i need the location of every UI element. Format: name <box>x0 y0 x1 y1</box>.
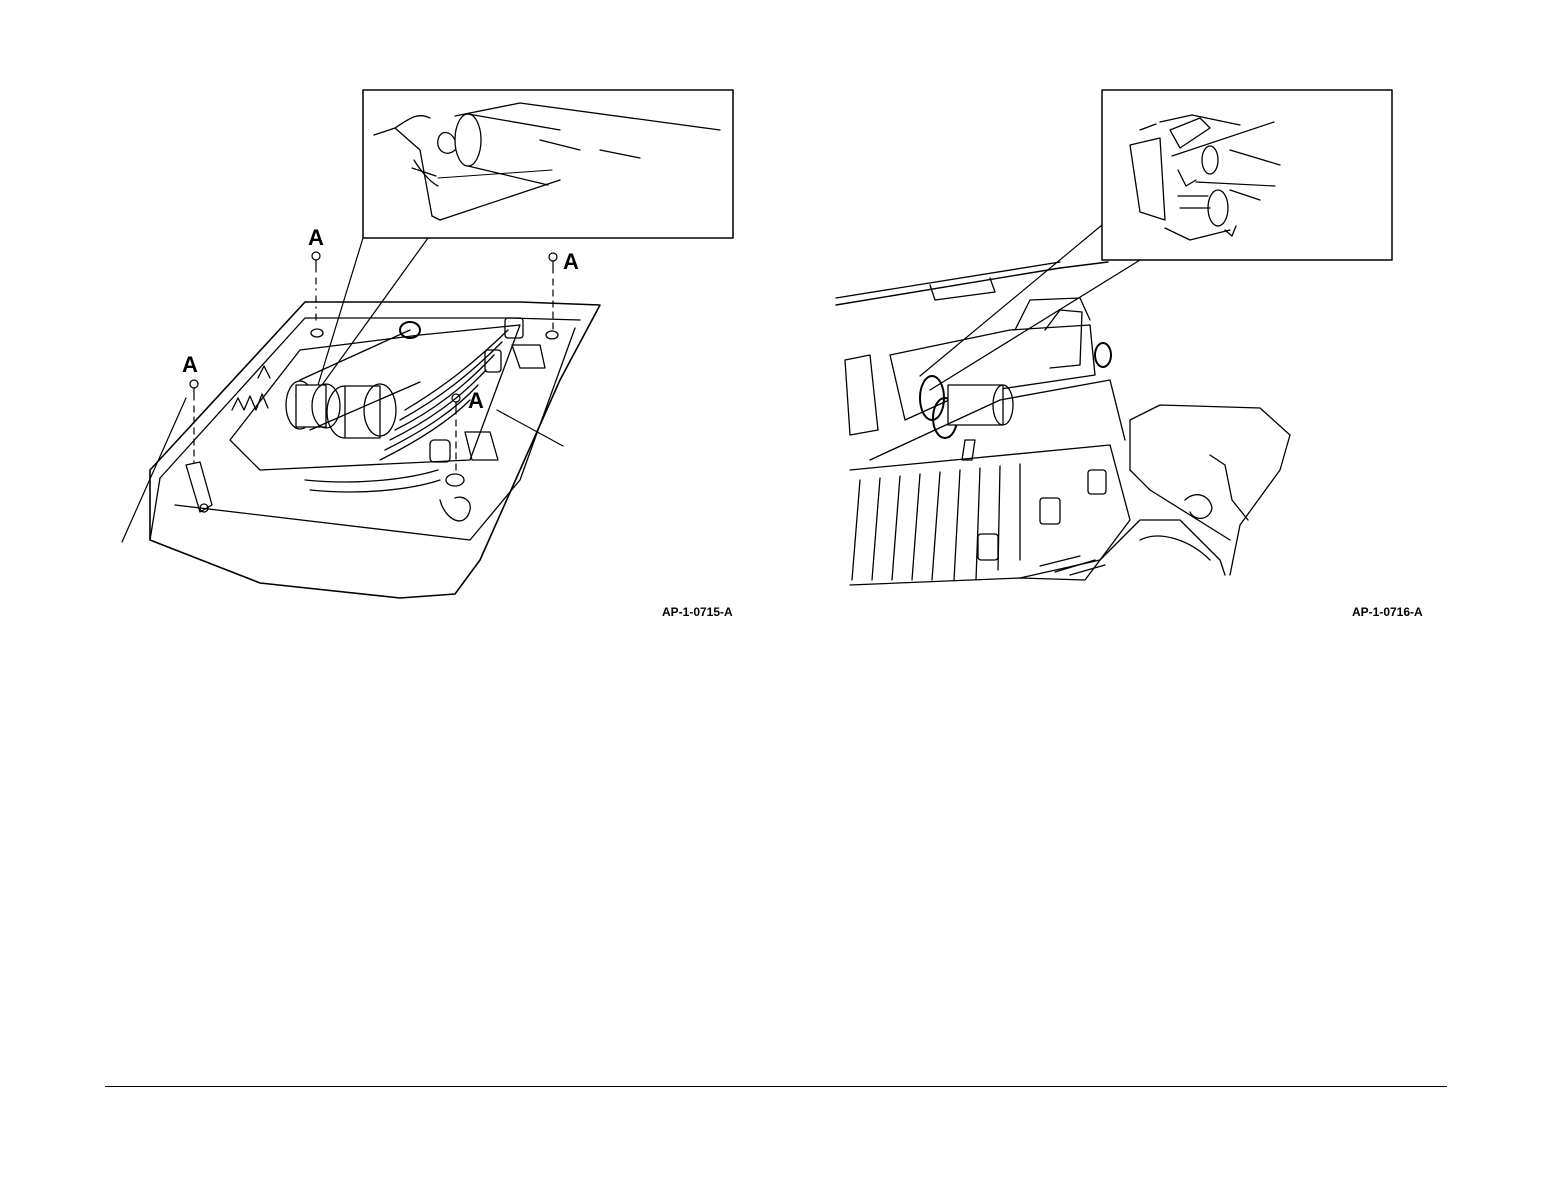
figure-id-label: AP-1-0716-A <box>1352 606 1423 618</box>
figure-right-illustration <box>780 0 1552 640</box>
footer-divider <box>105 1086 1447 1087</box>
callout-a-3: A <box>182 354 198 376</box>
figure-right: AP-1-0716-A <box>780 0 1552 640</box>
callout-a-1: A <box>308 227 324 249</box>
callout-a-4: A <box>468 390 484 412</box>
callout-a-2: A <box>563 251 579 273</box>
figure-id-label: AP-1-0715-A <box>662 606 733 618</box>
figure-left: A A A A AP-1-0715-A <box>0 0 760 640</box>
figure-left-illustration <box>0 0 760 640</box>
